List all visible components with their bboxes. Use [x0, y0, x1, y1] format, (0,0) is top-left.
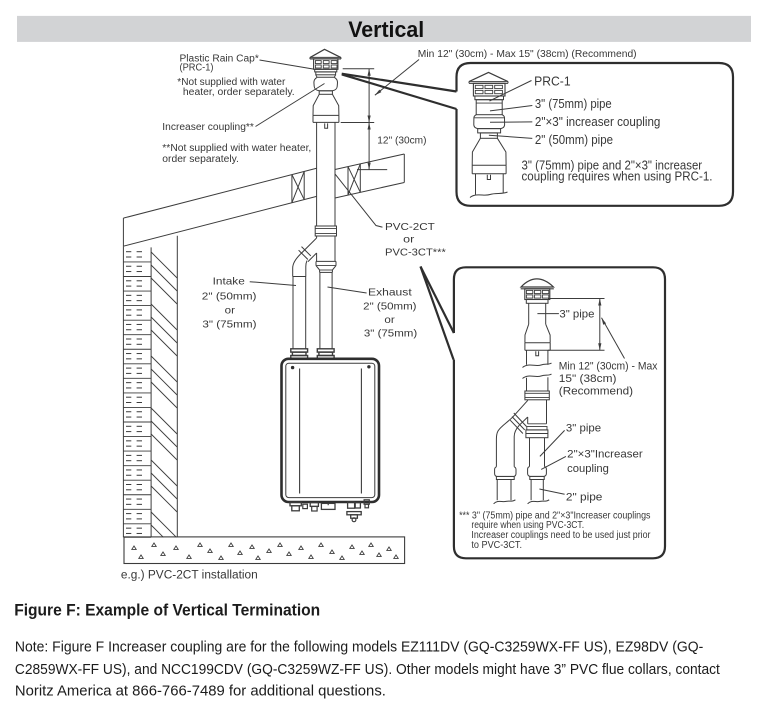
svg-text:or: or	[403, 234, 415, 246]
svg-text:order separately.: order separately.	[162, 154, 239, 165]
svg-text:Figure F: Example of Vertical: Figure F: Example of Vertical Terminatio…	[14, 601, 320, 620]
svg-text:3" (75mm): 3" (75mm)	[364, 328, 417, 340]
svg-text:Increaser couplings need to be: Increaser couplings need to be used just…	[471, 530, 651, 541]
svg-text:Note: Figure F Increaser coupl: Note: Figure F Increaser coupling are fo…	[15, 640, 704, 656]
svg-text:coupling requires when using P: coupling requires when using PRC-1.	[522, 170, 713, 184]
svg-text:*Not supplied with water: *Not supplied with water	[177, 77, 286, 88]
svg-text:3" (75mm) pipe and 2"×3" incre: 3" (75mm) pipe and 2"×3" increaser	[522, 159, 703, 173]
svg-text:3" (75mm): 3" (75mm)	[202, 319, 256, 331]
svg-text:C2859WX-FF US), and NCC199CDV: C2859WX-FF US), and NCC199CDV (GQ-C3259W…	[15, 662, 720, 678]
svg-text:heater, order separately.: heater, order separately.	[183, 87, 295, 98]
svg-text:2"×3" increaser coupling: 2"×3" increaser coupling	[535, 115, 661, 129]
svg-text:Plastic Rain Cap*: Plastic Rain Cap*	[180, 54, 259, 65]
svg-text:3" pipe: 3" pipe	[559, 309, 594, 321]
svg-text:15" (38cm): 15" (38cm)	[559, 373, 617, 385]
svg-text:Intake: Intake	[213, 276, 245, 288]
svg-text:(Recommend): (Recommend)	[559, 385, 633, 397]
svg-text:*** 3" (75mm) pipe and 2"×3"In: *** 3" (75mm) pipe and 2"×3"Increaser co…	[459, 511, 650, 522]
svg-text:2" (50mm) pipe: 2" (50mm) pipe	[535, 133, 613, 147]
svg-text:PVC-2CT: PVC-2CT	[385, 221, 435, 233]
svg-text:or: or	[225, 304, 236, 316]
svg-text:PRC-1: PRC-1	[534, 75, 571, 89]
svg-text:Exhaust: Exhaust	[368, 287, 412, 299]
svg-text:coupling: coupling	[567, 463, 609, 475]
svg-text:2" (50mm): 2" (50mm)	[202, 290, 257, 302]
svg-text:Min 12" (30cm) - Max 15" (38cm: Min 12" (30cm) - Max 15" (38cm) (Recomme…	[418, 48, 637, 60]
svg-text:(PRC-1): (PRC-1)	[180, 63, 214, 74]
svg-text:or: or	[384, 314, 395, 326]
svg-text:Noritz America at 866-766-7489: Noritz America at 866-766-7489 for addit…	[15, 683, 386, 699]
svg-text:3" (75mm) pipe: 3" (75mm) pipe	[535, 97, 612, 111]
svg-text:require when using PVC-3CT.: require when using PVC-3CT.	[471, 520, 584, 531]
svg-text:**Not supplied with water heat: **Not supplied with water heater,	[162, 143, 311, 154]
svg-text:Min 12" (30cm) - Max: Min 12" (30cm) - Max	[559, 360, 658, 372]
svg-text:2" (50mm): 2" (50mm)	[363, 300, 416, 312]
svg-text:3" pipe: 3" pipe	[566, 423, 601, 435]
svg-text:2"×3"Increaser: 2"×3"Increaser	[567, 449, 643, 461]
svg-text:2" pipe: 2" pipe	[566, 492, 603, 504]
svg-text:Increaser coupling**: Increaser coupling**	[162, 122, 254, 133]
svg-text:e.g.) PVC-2CT installation: e.g.) PVC-2CT installation	[121, 570, 258, 582]
svg-text:Vertical: Vertical	[348, 17, 424, 42]
svg-text:to PVC-3CT.: to PVC-3CT.	[471, 540, 522, 551]
svg-text:12" (30cm): 12" (30cm)	[377, 135, 426, 147]
svg-text:PVC-3CT***: PVC-3CT***	[385, 246, 446, 258]
